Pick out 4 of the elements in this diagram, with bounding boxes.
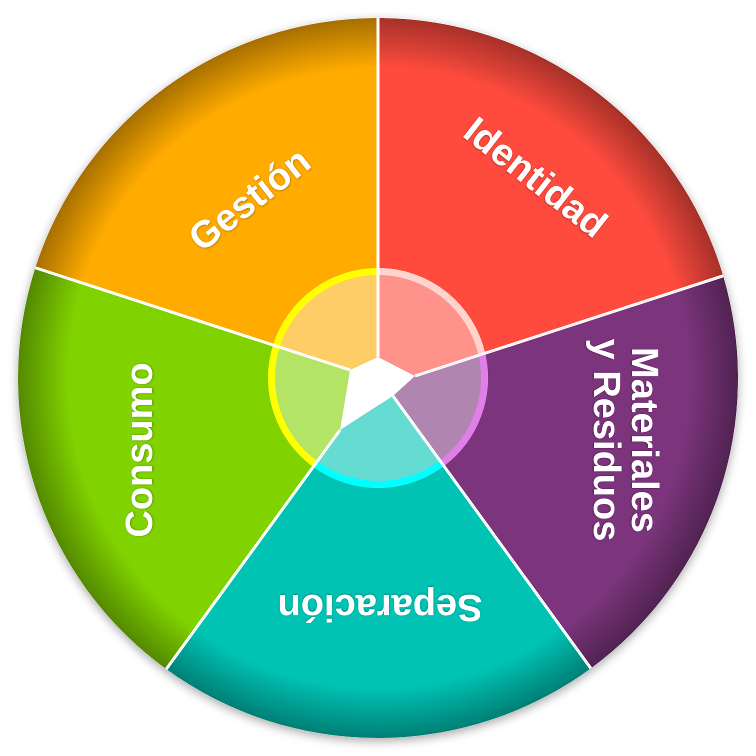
segment-label: Materiales y Residuos xyxy=(587,338,663,542)
segment-label: Consumo xyxy=(121,362,159,538)
wheel-segment xyxy=(166,396,591,738)
segment-label: Separación xyxy=(278,588,482,626)
